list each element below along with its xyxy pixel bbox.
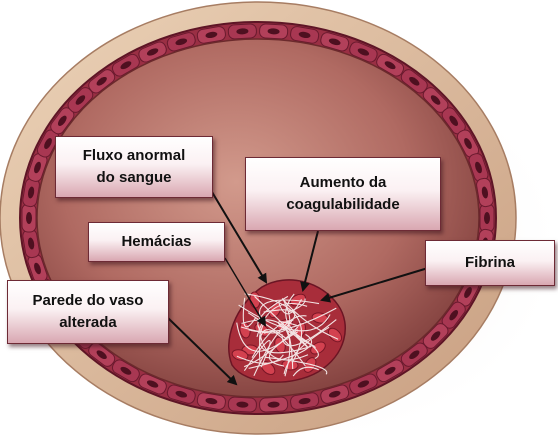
label-abnormal-blood-flow-text: Fluxo anormal do sangue xyxy=(83,145,186,189)
label-increased-coagulability: Aumento da coagulabilidade xyxy=(245,157,441,231)
endothelial-cell-icon xyxy=(259,397,288,413)
label-altered-vessel-wall-text: Parede do vaso alterada xyxy=(33,290,144,334)
label-red-blood-cells-text: Hemácias xyxy=(121,231,191,253)
label-fibrin-text: Fibrina xyxy=(465,252,515,274)
label-abnormal-blood-flow: Fluxo anormal do sangue xyxy=(55,136,213,198)
endothelial-cell-icon xyxy=(480,204,494,232)
endothelial-cell-icon xyxy=(22,204,36,232)
label-increased-coagulability-text: Aumento da coagulabilidade xyxy=(286,172,399,216)
endothelial-cell-icon xyxy=(228,397,257,413)
label-fibrin: Fibrina xyxy=(425,240,555,286)
endothelial-cell-icon xyxy=(259,24,288,40)
label-red-blood-cells: Hemácias xyxy=(88,222,225,262)
label-altered-vessel-wall: Parede do vaso alterada xyxy=(7,280,169,344)
endothelial-cell-icon xyxy=(228,24,257,40)
